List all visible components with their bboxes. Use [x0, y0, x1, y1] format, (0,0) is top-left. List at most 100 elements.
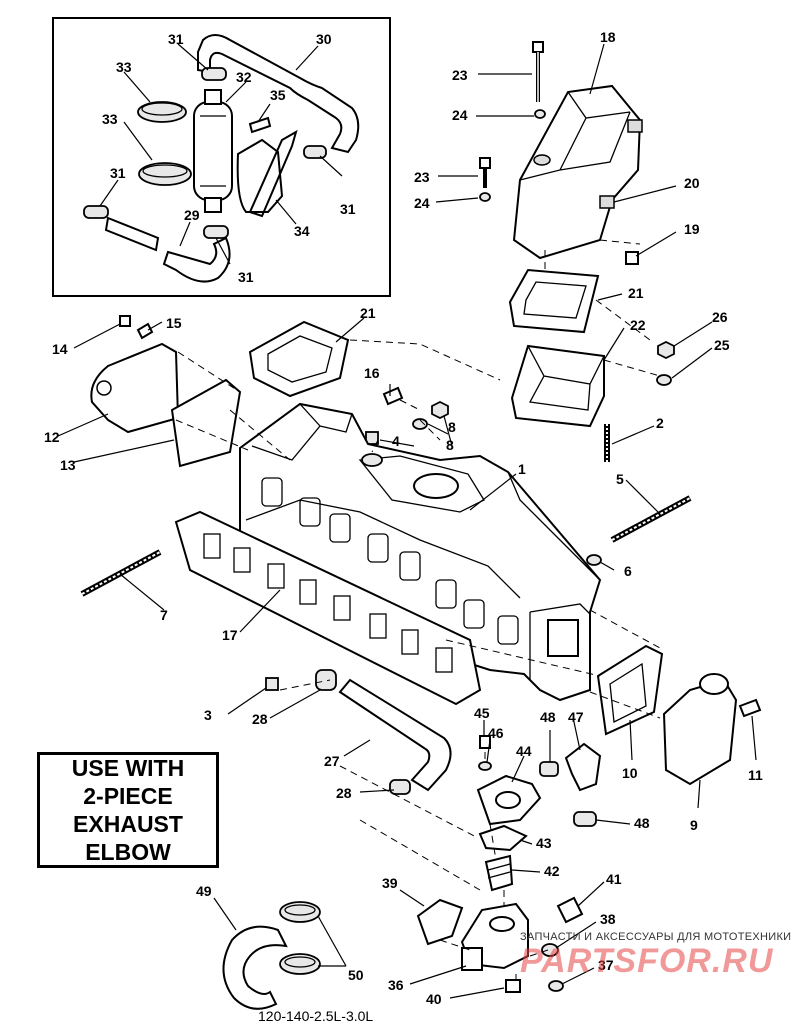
- usage-note-box: USE WITH 2-PIECE EXHAUST ELBOW: [37, 752, 219, 868]
- elbow-boss-top: [627, 119, 643, 133]
- note-line-3: EXHAUST: [73, 811, 183, 837]
- bolt-23-top-head: [532, 41, 544, 53]
- thermostat-42: [484, 854, 514, 892]
- callout-45: 45: [474, 705, 490, 721]
- callout-23: 23: [452, 67, 468, 83]
- callout-43: 43: [536, 835, 552, 851]
- callout-33: 33: [116, 59, 132, 75]
- callout-24: 24: [452, 107, 468, 123]
- washer-8: [412, 418, 428, 430]
- clamp-28-lower: [389, 779, 411, 795]
- callout-5: 5: [616, 471, 624, 487]
- callout-labels: 31 30 32 33 35 33 31 31 29 34 31 18 23 2…: [44, 29, 763, 1007]
- manifold-outlet-flange: [413, 473, 459, 499]
- plug-19: [625, 251, 639, 265]
- lockwasher-15: [136, 322, 154, 340]
- clamp-31-left: [83, 205, 109, 219]
- note-line-2: 2-PIECE: [83, 783, 173, 809]
- cooler-32-bottom-port: [204, 197, 222, 213]
- callout-38: 38: [600, 911, 616, 927]
- callout-30: 30: [316, 31, 332, 47]
- callout-40: 40: [426, 991, 442, 1007]
- clamp-31-bottom: [203, 225, 229, 239]
- manifold-boss: [361, 453, 383, 467]
- callout-42: 42: [544, 863, 560, 879]
- cooler-32: [193, 101, 233, 201]
- callout-4: 4: [392, 433, 400, 449]
- clamp-33-lower: [138, 162, 192, 186]
- callout-31: 31: [340, 201, 356, 217]
- callout-34: 34: [294, 223, 310, 239]
- callout-23: 23: [414, 169, 430, 185]
- elbow-boss-20: [599, 195, 615, 209]
- callout-21: 21: [628, 285, 644, 301]
- callout-1: 1: [518, 461, 526, 477]
- callout-20: 20: [684, 175, 700, 191]
- screw-16: [382, 386, 404, 406]
- leader-lines: [57, 43, 757, 999]
- callout-31: 31: [238, 269, 254, 285]
- hose-29: [104, 216, 231, 283]
- washer-24-lower: [479, 192, 491, 202]
- hose-49: [222, 925, 288, 1010]
- clamp-48-upper: [539, 761, 559, 777]
- gasket-39: [416, 898, 464, 946]
- callout-2: 2: [656, 415, 664, 431]
- exhaust-elbow-18: [512, 84, 642, 260]
- callout-28: 28: [336, 785, 352, 801]
- clamp-28-upper: [315, 669, 337, 691]
- clamp-33-upper: [137, 101, 187, 123]
- callout-29: 29: [184, 207, 200, 223]
- callout-50: 50: [348, 967, 364, 983]
- gasket-21-right: [508, 268, 600, 334]
- clamp-48-lower: [573, 811, 597, 827]
- gasket-21-top: [248, 320, 350, 398]
- callout-36: 36: [388, 977, 404, 993]
- diagram-caption: 120-140-2.5L-3.0L: [258, 1008, 374, 1024]
- callout-15: 15: [166, 315, 182, 331]
- end-cover-9: [662, 678, 738, 786]
- callout-46: 46: [488, 725, 504, 741]
- note-line-4: ELBOW: [85, 839, 171, 865]
- callout-10: 10: [622, 765, 638, 781]
- fitting-38: [541, 943, 559, 957]
- alignment-lines: [175, 239, 661, 982]
- hose-27: [338, 678, 452, 792]
- fitting-41: [556, 896, 584, 924]
- callout-8: 8: [448, 419, 456, 435]
- clamp-31-right: [303, 145, 327, 159]
- screw-11: [738, 698, 762, 718]
- nut-26: [657, 340, 675, 360]
- callout-19: 19: [684, 221, 700, 237]
- washer-46: [478, 761, 492, 771]
- callout-28: 28: [252, 711, 268, 727]
- plug-3: [265, 677, 279, 691]
- elbow-47: [564, 742, 602, 792]
- callout-13: 13: [60, 457, 76, 473]
- screw-14: [119, 315, 131, 327]
- callout-7: 7: [160, 607, 168, 623]
- callout-44: 44: [516, 743, 532, 759]
- callout-16: 16: [364, 365, 380, 381]
- callout-49: 49: [196, 883, 212, 899]
- screw-40: [505, 979, 521, 993]
- callout-8: 8: [446, 437, 454, 453]
- callout-14: 14: [52, 341, 68, 357]
- gasket-43: [478, 824, 528, 852]
- clamp-50-lower: [279, 953, 321, 975]
- note-line-1: USE WITH: [71, 755, 185, 781]
- clamp-31-top: [201, 67, 227, 81]
- callout-25: 25: [714, 337, 730, 353]
- manifold-end-port: [547, 619, 579, 657]
- cooler-32-top-port: [204, 89, 222, 105]
- callout-27: 27: [324, 753, 340, 769]
- callout-11: 11: [748, 767, 763, 783]
- stud-5: [610, 495, 692, 543]
- callout-9: 9: [690, 817, 698, 833]
- washer-6: [586, 554, 602, 566]
- bracket-34: [236, 129, 298, 218]
- callout-6: 6: [624, 563, 632, 579]
- callout-31: 31: [168, 31, 184, 47]
